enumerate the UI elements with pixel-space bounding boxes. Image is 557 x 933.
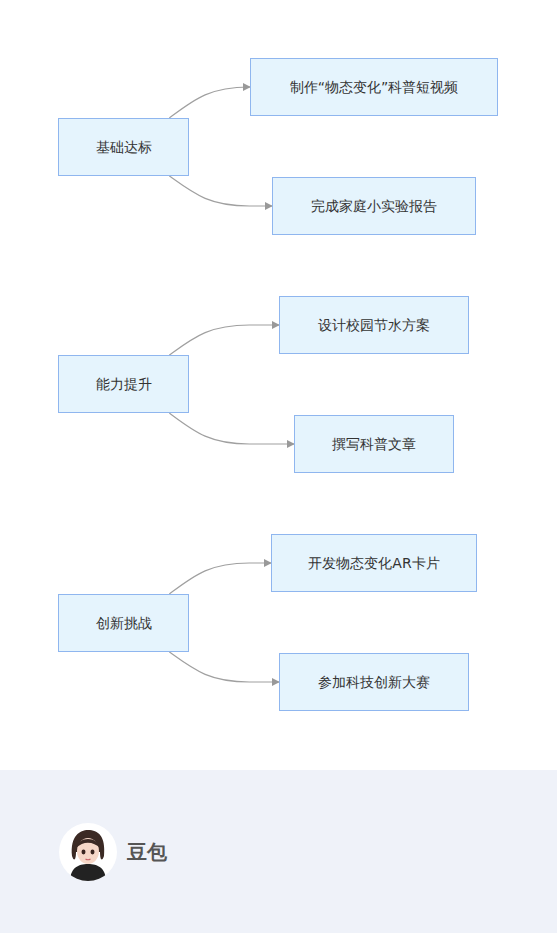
process-box: 创新挑战 <box>58 594 189 652</box>
node-text: 参加科技创新大赛 <box>318 673 430 691</box>
process-box: 完成家庭小实验报告 <box>272 177 476 235</box>
diagram-stage: 基础达标 制作“物态变化”科普短视频完成家庭小实验报告能力提升 设计校园节水方案撰写… <box>0 0 557 770</box>
node-text: 制作“物态变化”科普短视频 <box>290 78 459 96</box>
process-box: 参加科技创新大赛 <box>279 653 469 711</box>
brand-label: 豆包 <box>127 838 167 866</box>
connector-arrow <box>169 413 294 444</box>
process-box: 开发物态变化AR卡片 <box>271 534 477 592</box>
node-text: 能力提升 <box>96 375 152 393</box>
connector-arrow <box>169 325 279 355</box>
process-box: 制作“物态变化”科普短视频 <box>250 58 498 116</box>
connector-arrow <box>169 176 272 206</box>
process-box: 撰写科普文章 <box>294 415 454 473</box>
connector-arrow <box>169 87 250 118</box>
process-box: 基础达标 <box>58 118 189 176</box>
node-text: 开发物态变化AR卡片 <box>308 554 439 572</box>
avatar-illustration <box>58 822 118 882</box>
connector-arrow <box>169 652 279 682</box>
process-box: 设计校园节水方案 <box>279 296 469 354</box>
node-text: 完成家庭小实验报告 <box>311 197 437 215</box>
node-text: 基础达标 <box>96 138 152 156</box>
node-text: 撰写科普文章 <box>332 435 416 453</box>
node-text: 设计校园节水方案 <box>318 316 430 334</box>
node-text: 创新挑战 <box>96 614 152 632</box>
process-box: 能力提升 <box>58 355 189 413</box>
connector-arrow <box>169 563 271 594</box>
